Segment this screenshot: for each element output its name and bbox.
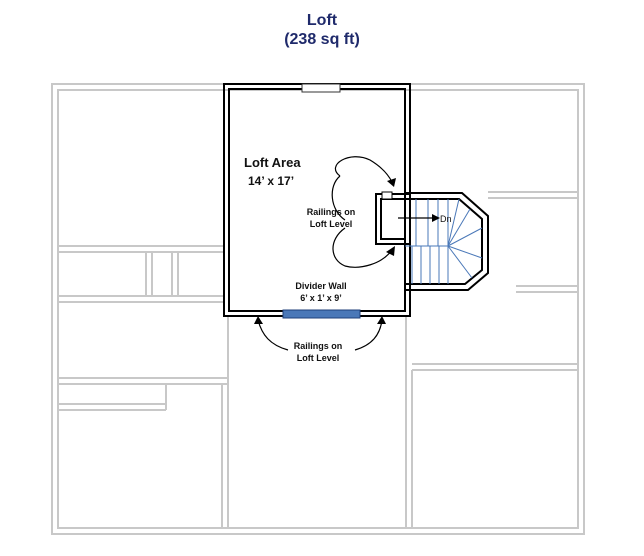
loft-area-dimensions: 14’ x 17’	[248, 174, 294, 188]
stair-post	[381, 191, 393, 200]
stair-enclosure	[375, 192, 489, 291]
railings-label-lower-2: Loft Level	[297, 353, 340, 363]
railing-arrows-upper	[331, 156, 393, 268]
arrowhead	[377, 316, 386, 324]
divider-wall-dimensions: 6’ x 1’ x 9’	[300, 293, 342, 303]
plan-title: Loft	[306, 12, 338, 29]
divider-wall	[282, 309, 361, 319]
stair-treads	[405, 198, 483, 284]
plan-area: (238 sq ft)	[284, 31, 360, 48]
loft-area-label: Loft Area	[244, 155, 301, 170]
stair-down-label: Dn	[440, 214, 452, 224]
arrowhead	[254, 316, 263, 324]
stair-down-arrow	[398, 214, 440, 222]
railings-label-upper-2: Loft Level	[310, 219, 353, 229]
arrowhead	[387, 178, 396, 187]
railings-label-upper-1: Railings on	[307, 207, 356, 217]
arrowhead	[386, 246, 395, 256]
divider-wall-label: Divider Wall	[295, 281, 346, 291]
window	[301, 83, 341, 93]
railings-label-lower-1: Railings on	[294, 341, 343, 351]
lower-floor-walls	[51, 83, 585, 535]
